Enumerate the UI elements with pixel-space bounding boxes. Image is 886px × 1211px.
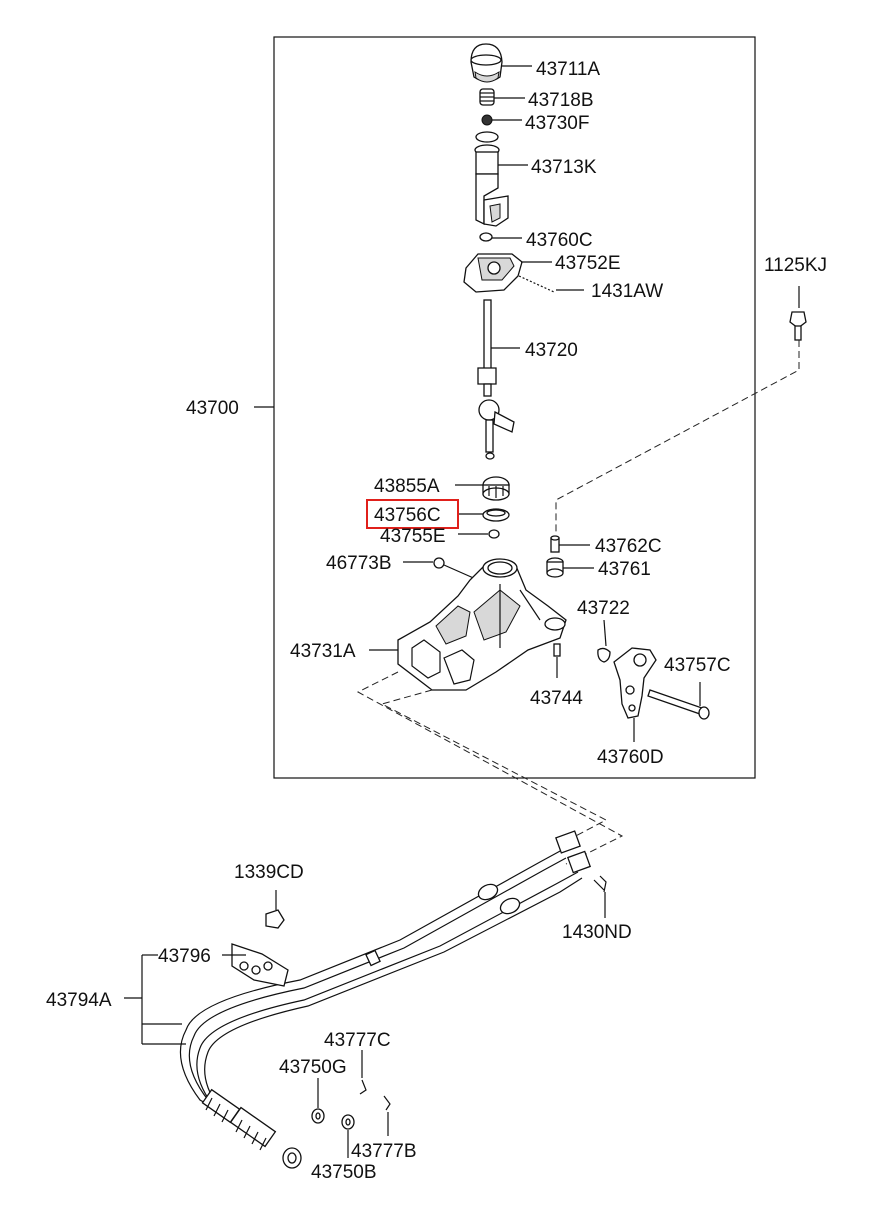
cable-clip <box>593 875 607 893</box>
clip-ring <box>433 557 445 569</box>
shift-rod-upper <box>474 131 509 227</box>
label-1430ND: 1430ND <box>562 922 632 943</box>
label-43700: 43700 <box>186 398 239 419</box>
label-43718B: 43718B <box>528 90 594 111</box>
label-43755E: 43755E <box>380 526 446 547</box>
label-43750B: 43750B <box>311 1162 377 1183</box>
label-43777C: 43777C <box>324 1030 391 1051</box>
label-43760C: 43760C <box>526 230 593 251</box>
shifter-housing <box>397 558 567 691</box>
label-1431AW: 1431AW <box>591 281 663 302</box>
pivot-bushing <box>546 557 564 578</box>
label-43760D: 43760D <box>597 747 664 768</box>
cable-bracket <box>231 943 289 987</box>
label-43794A: 43794A <box>46 990 112 1011</box>
label-1125KJ: 1125KJ <box>764 255 827 276</box>
spring <box>479 88 495 106</box>
clip-c <box>359 1079 367 1095</box>
spring-clip <box>597 647 611 663</box>
label-43756C: 43756C <box>374 505 441 526</box>
bolt <box>647 689 710 720</box>
cable-end-2 <box>229 1106 302 1169</box>
washer-g <box>311 1108 325 1124</box>
label-43757C: 43757C <box>664 655 731 676</box>
label-1339CD: 1339CD <box>234 862 304 883</box>
select-lever <box>613 647 657 719</box>
lever-bracket <box>463 253 523 293</box>
label-43796: 43796 <box>158 946 211 967</box>
label-43855A: 43855A <box>374 476 440 497</box>
ring-bushing <box>482 476 510 501</box>
dashed-leader-cable <box>356 671 624 865</box>
nut <box>265 909 285 929</box>
bushing <box>479 232 493 242</box>
screw <box>789 311 807 341</box>
dashed-leader-screw <box>555 340 800 534</box>
label-43730F: 43730F <box>525 113 589 134</box>
label-43750G: 43750G <box>279 1057 347 1078</box>
label-43713K: 43713K <box>531 157 597 178</box>
label-43720: 43720 <box>525 340 578 361</box>
clip-b <box>383 1095 391 1111</box>
label-46773B: 46773B <box>326 553 392 574</box>
pin <box>518 275 555 293</box>
shift-cable-assembly <box>179 830 592 1169</box>
shift-knob <box>470 43 503 83</box>
label-43762C: 43762C <box>595 536 662 557</box>
retaining-ring <box>482 508 510 522</box>
label-43761: 43761 <box>598 559 651 580</box>
group-bracket-43794A <box>124 954 186 1045</box>
label-43731A: 43731A <box>290 641 356 662</box>
label-43711A: 43711A <box>536 59 600 80</box>
washer-b <box>341 1114 355 1130</box>
small-pin <box>553 643 561 657</box>
label-43752E: 43752E <box>555 253 621 274</box>
label-43777B: 43777B <box>351 1141 417 1162</box>
highlight-box <box>366 499 459 529</box>
shift-lever-shaft <box>477 299 515 460</box>
small-bushing <box>488 529 500 539</box>
ball <box>481 114 493 126</box>
label-43722: 43722 <box>577 598 630 619</box>
label-43744: 43744 <box>530 688 583 709</box>
pivot-pin <box>550 535 560 553</box>
